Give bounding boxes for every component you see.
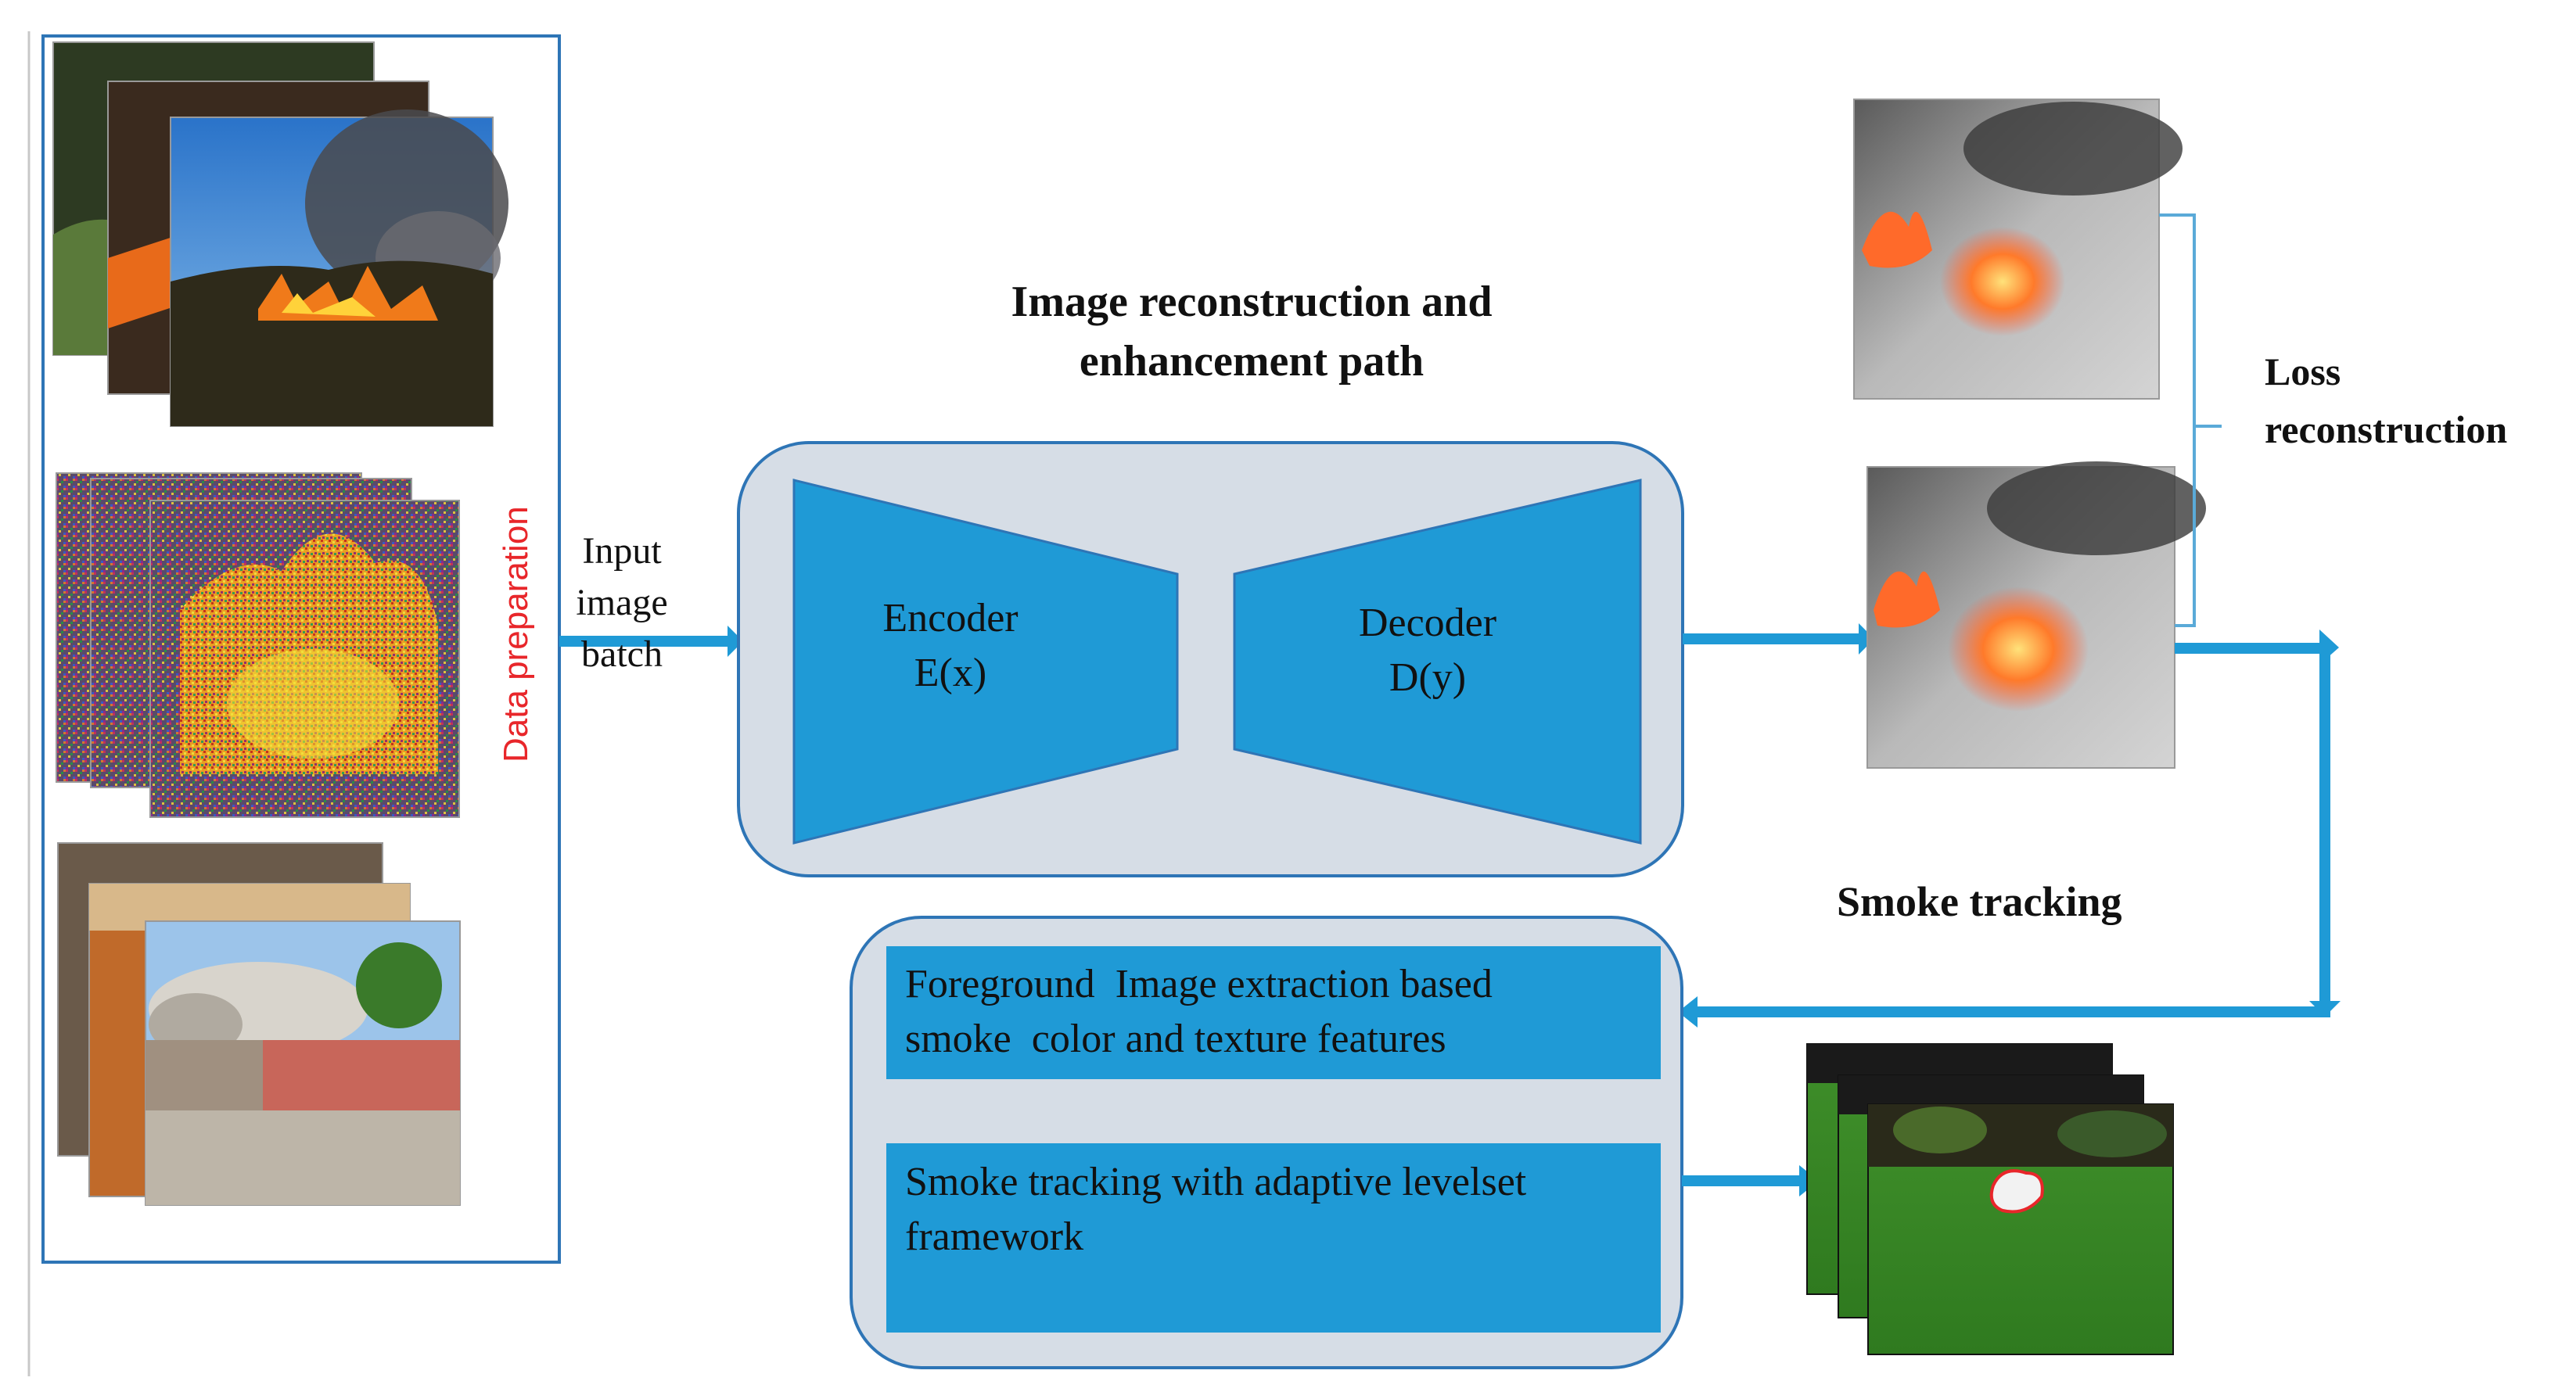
input-arrow (559, 626, 743, 657)
reconstruction-title-line2: enhancement path (1079, 337, 1425, 386)
input-label-line3: batch (581, 633, 663, 675)
foreground-box-text: Foreground Image extraction based smoke … (905, 957, 1656, 1067)
tracking-result-frames (1806, 1043, 2174, 1355)
input-label-line1: Input (582, 530, 662, 572)
loss-label: Loss reconstruction (2265, 343, 2570, 458)
tracking-box-text: Smoke tracking with adaptive levelset fr… (905, 1155, 1656, 1264)
foreground-box (886, 946, 1661, 1079)
output-arrow (1683, 623, 1874, 655)
decoder-label: Decoder D(y) (1322, 596, 1533, 705)
target-image (1853, 99, 2183, 400)
encoder-label: Encoder E(x) (845, 591, 1056, 701)
noisy-image-stack (56, 472, 460, 818)
loss-bracket (2159, 213, 2222, 627)
reconstruction-title: Image reconstruction and enhancement pat… (900, 272, 1604, 391)
tracking-box-line1: Smoke tracking with adaptive levelset (905, 1160, 1527, 1204)
encoder-label-line1: Encoder (882, 596, 1019, 640)
tracking-box-line2: framework (905, 1214, 1084, 1259)
result-arrow (1682, 1165, 1819, 1196)
decoder-label-line1: Decoder (1358, 601, 1497, 645)
foreground-box-line2: smoke color and texture features (905, 1017, 1446, 1061)
loss-label-line2: reconstruction (2265, 407, 2508, 451)
fire-image-stack (52, 41, 508, 427)
input-label: Input image batch (563, 526, 681, 680)
tracking-path-arrow (1678, 630, 2341, 1028)
tracking-box (886, 1143, 1661, 1333)
encoder-shape (792, 479, 1179, 845)
loss-label-line1: Loss (2265, 350, 2341, 393)
reconstruction-title-line1: Image reconstruction and (1011, 278, 1493, 326)
reconstructed-image (1866, 461, 2206, 769)
tracked-smoke-contour (1989, 1169, 2044, 1214)
urban-smoke-image-stack (57, 842, 461, 1206)
decoder-label-line2: D(y) (1389, 655, 1467, 700)
decoder-shape (1233, 479, 1642, 845)
smoke-tracking-title: Smoke tracking (1837, 878, 2122, 925)
data-preparation-label: Data preparation (497, 506, 535, 762)
input-label-line2: image (576, 582, 668, 623)
encoder-label-line2: E(x) (914, 651, 987, 695)
foreground-box-line1: Foreground Image extraction based (905, 962, 1493, 1006)
